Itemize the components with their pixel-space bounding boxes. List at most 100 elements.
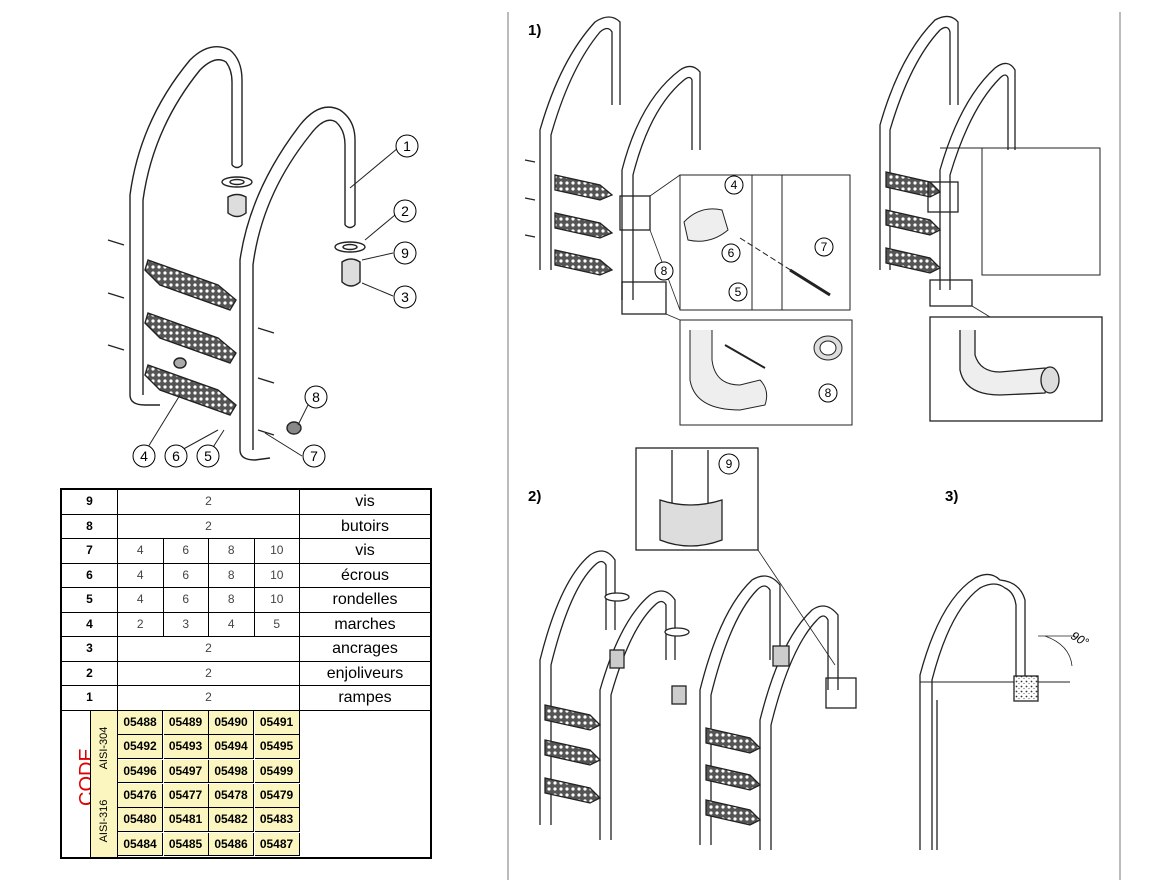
code-cell: 05479 <box>254 784 300 808</box>
part-quantity: 8 <box>209 563 255 587</box>
rail-left-outer <box>129 46 243 395</box>
step1-ladder <box>524 16 701 321</box>
code-cell: 05485 <box>163 832 209 857</box>
step-label-2: 2) <box>528 488 542 505</box>
part-number: 6 <box>62 563 118 587</box>
part-number: 2 <box>62 661 118 685</box>
code-cell: 05486 <box>209 832 254 857</box>
part-quantity: 10 <box>255 588 300 612</box>
part-quantity: 2 <box>118 686 300 710</box>
code-cell: 05478 <box>209 784 254 808</box>
part-description: enjoliveurs <box>326 664 404 682</box>
step1-callout-4: 4 <box>731 178 738 192</box>
code-cell: 05494 <box>209 735 254 759</box>
part-quantity: 3 <box>164 612 209 636</box>
step-label-1: 1) <box>528 22 542 39</box>
code-cell: 05492 <box>118 735 163 759</box>
part-number: 9 <box>62 490 118 514</box>
part-description: butoirs <box>340 517 390 535</box>
step3-ladder <box>919 573 1075 850</box>
grade-name: AISI-304 <box>98 726 110 769</box>
code-cell: 05495 <box>254 735 300 759</box>
part-quantity: 5 <box>255 612 300 636</box>
code-cell: 05477 <box>163 784 209 808</box>
code-cell: 05476 <box>118 784 163 808</box>
step1-callout-8a: 8 <box>661 264 668 278</box>
step1-callouts <box>654 175 838 403</box>
callout-5: 5 <box>204 448 212 464</box>
part-quantity: 2 <box>118 612 164 636</box>
part-description: marches <box>334 615 396 633</box>
code-cell: 05497 <box>163 759 209 784</box>
callout-1: 1 <box>403 138 411 154</box>
part-number: 1 <box>62 686 118 710</box>
code-cell: 05484 <box>118 832 163 857</box>
exploded-ladder <box>107 46 399 461</box>
step-label-3: 3) <box>945 488 959 505</box>
part-quantity: 2 <box>118 490 300 514</box>
step2-callout <box>718 453 740 475</box>
callout-8: 8 <box>312 389 320 405</box>
step1-callout-5: 5 <box>735 285 742 299</box>
step1-callout-numbers: 4 6 5 7 8 8 <box>661 178 832 400</box>
part-description: écrous <box>340 566 390 584</box>
code-cell: 05496 <box>118 759 163 784</box>
callout-7: 7 <box>310 448 318 464</box>
rail-left-inner <box>142 59 233 395</box>
step2-ladder <box>539 447 857 850</box>
part-quantity: 10 <box>255 539 300 563</box>
part-description: rondelles <box>332 591 398 608</box>
part-quantity: 4 <box>118 539 164 563</box>
code-cell: 05498 <box>209 759 254 784</box>
part-quantity: 4 <box>118 588 164 612</box>
part-quantity: 6 <box>164 588 209 612</box>
part-description: vis <box>355 493 375 510</box>
code-cell: 05480 <box>118 808 163 832</box>
part-quantity: 10 <box>255 563 300 587</box>
step1-callout-8b: 8 <box>825 386 832 400</box>
part-quantity: 8 <box>209 588 255 612</box>
callout-4: 4 <box>140 448 148 464</box>
part-quantity: 6 <box>164 539 209 563</box>
grade-label: AISI-316 <box>90 784 118 857</box>
part-quantity: 4 <box>209 612 255 636</box>
part-number: 7 <box>62 539 118 563</box>
part-number: 5 <box>62 588 118 612</box>
part-number: 8 <box>62 514 118 538</box>
code-cell: 05490 <box>209 711 254 735</box>
callout-2: 2 <box>401 203 409 219</box>
part-quantity: 2 <box>118 661 300 685</box>
code-cell: 05489 <box>163 711 209 735</box>
callout-9: 9 <box>401 245 409 261</box>
step1-callout-6: 6 <box>728 246 735 260</box>
part-description: rampes <box>338 689 392 706</box>
part-quantity: 8 <box>209 539 255 563</box>
part-description: ancrages <box>332 640 398 657</box>
exploded-callouts <box>132 134 419 468</box>
step1-ladder-right <box>879 15 1103 422</box>
grade-name: AISI-316 <box>98 799 110 842</box>
part-number: 4 <box>62 612 118 636</box>
callout-3: 3 <box>401 289 409 305</box>
part-quantity: 6 <box>164 563 209 587</box>
angle-label: 90° <box>1069 628 1092 649</box>
code-cell: 05481 <box>163 808 209 832</box>
code-cell: 05499 <box>254 759 300 784</box>
part-quantity: 2 <box>118 514 300 538</box>
code-cell: 05493 <box>163 735 209 759</box>
rail-right-outer <box>239 106 356 450</box>
code-cell: 05488 <box>118 711 163 735</box>
part-quantity: 4 <box>118 563 164 587</box>
